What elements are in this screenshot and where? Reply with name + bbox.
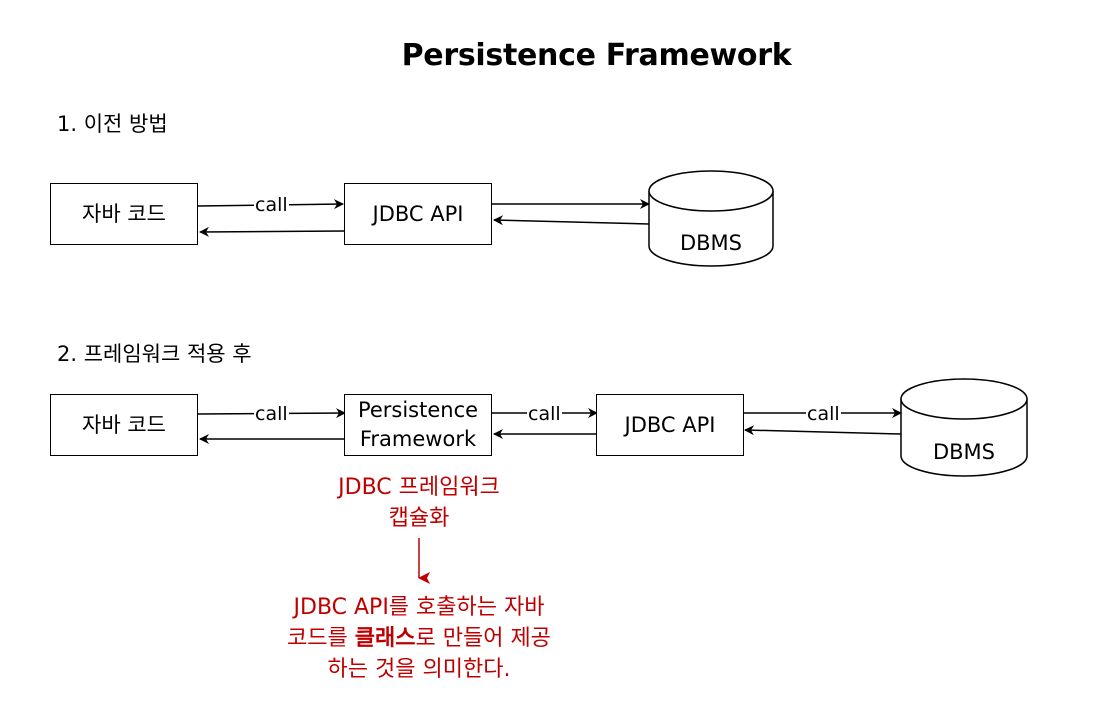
s1-call-label: call: [254, 194, 289, 216]
s1-java-code-box: 자바 코드: [50, 183, 198, 245]
framework-encapsulation-note: JDBC 프레임워크 캡슐화: [270, 472, 568, 534]
note2-line2-pre: 코드를: [287, 626, 355, 651]
s2-java-code-box: 자바 코드: [50, 394, 198, 456]
s1-jdbc-api-box: JDBC API: [344, 183, 492, 245]
s2-dbms-cylinder: [900, 378, 1028, 477]
s2-persistence-framework-box: Persistence Framework: [344, 394, 492, 456]
note1-line2: 캡슐화: [388, 506, 450, 531]
definition-note: JDBC API를 호출하는 자바 코드를 클래스로 만들어 제공 하는 것을 …: [230, 592, 608, 685]
s2-jdbc-api-box: JDBC API: [596, 394, 744, 456]
section1-heading: 1. 이전 방법: [57, 112, 168, 136]
s1-return-arrow-left: [199, 226, 346, 237]
s1-jdbc-api-label: JDBC API: [372, 201, 464, 226]
note2-line3: 하는 것을 의미한다.: [327, 657, 511, 682]
s1-db-arrow-left: [493, 215, 650, 226]
s1-java-code-label: 자바 코드: [82, 201, 166, 226]
note2-line1: JDBC API를 호출하는 자바: [293, 595, 545, 620]
note2-line2-bold: 클래스: [354, 626, 416, 651]
note1-line1: JDBC 프레임워크: [338, 475, 500, 500]
s2-persistence-line2: Framework: [359, 427, 477, 451]
s2-call-label-2: call: [527, 403, 562, 425]
s2-return-arrow-3: [744, 425, 902, 436]
note2-line2: 코드를 클래스로 만들어 제공: [230, 623, 608, 654]
s2-call-label-1: call: [254, 403, 289, 425]
s1-dbms-cylinder: [648, 170, 774, 267]
section2-heading: 2. 프레임워크 적용 후: [57, 342, 252, 366]
s2-dbms-label: DBMS: [932, 440, 996, 464]
s1-dbms-label: DBMS: [679, 231, 743, 255]
s2-call-label-3: call: [806, 403, 841, 425]
s2-persistence-line1: Persistence: [357, 398, 479, 422]
note2-line2-post: 로 만들어 제공: [415, 626, 551, 651]
s2-jdbc-api-label: JDBC API: [624, 412, 716, 437]
page-title: Persistence Framework: [401, 38, 792, 73]
s2-java-code-label: 자바 코드: [82, 412, 166, 437]
